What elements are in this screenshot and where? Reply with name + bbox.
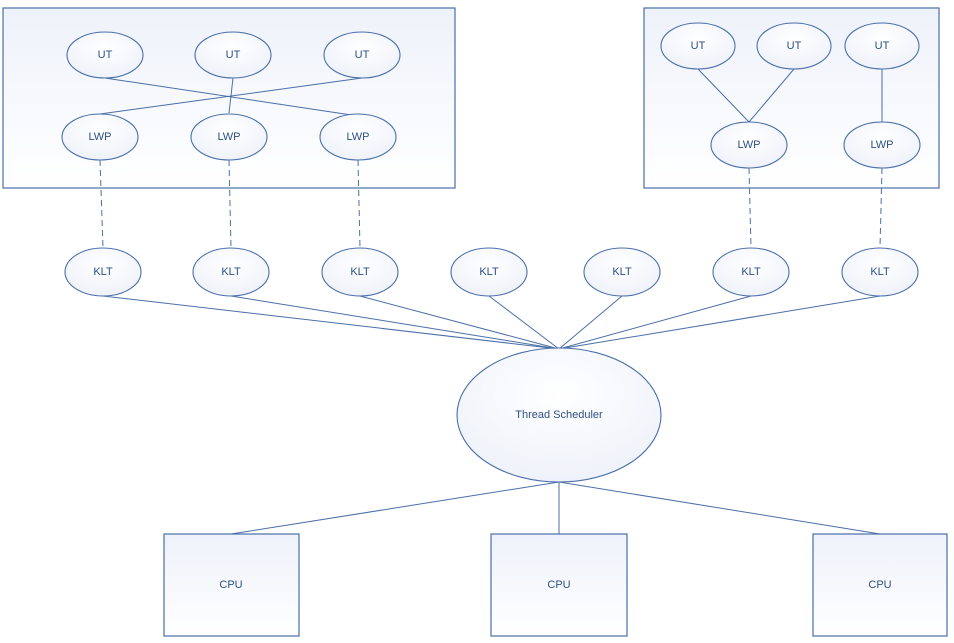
edge-lwp2-klt2 bbox=[228, 159, 232, 249]
klt-label: KLT bbox=[612, 266, 632, 278]
ut-label: UT bbox=[98, 49, 113, 61]
lwp-node-1: LWP bbox=[61, 113, 139, 161]
cpu-box-3: CPU bbox=[812, 533, 948, 637]
edges-left-ut-lwp bbox=[99, 77, 363, 117]
edge-klt1-scheduler bbox=[102, 295, 560, 350]
edge-lwp3-klt3 bbox=[357, 159, 361, 249]
edge-klt2-scheduler bbox=[230, 295, 560, 350]
ut-node-1: UT bbox=[66, 31, 144, 79]
klt-node-5: KLT bbox=[583, 247, 661, 297]
klt-node-4: KLT bbox=[450, 247, 528, 297]
edge-lwp4-klt6 bbox=[748, 167, 752, 249]
klt-label: KLT bbox=[93, 266, 113, 278]
klt-label: KLT bbox=[350, 266, 370, 278]
edge-ut5-lwp4 bbox=[748, 68, 795, 123]
klt-label: KLT bbox=[479, 266, 499, 278]
edge-scheduler-cpu1 bbox=[230, 481, 560, 535]
klt-node-2: KLT bbox=[192, 247, 270, 297]
edge-lwp1-klt1 bbox=[99, 159, 104, 249]
ut-label: UT bbox=[691, 40, 706, 52]
edge-ut1-lwp3 bbox=[104, 77, 359, 117]
lwp-label: LWP bbox=[346, 131, 369, 143]
lwp-label: LWP bbox=[88, 131, 111, 143]
cpu-label: CPU bbox=[219, 579, 242, 591]
edge-ut3-lwp1 bbox=[99, 77, 363, 115]
lwp-label: LWP bbox=[870, 139, 893, 151]
cpu-label: CPU bbox=[547, 579, 570, 591]
cpu-box-1: CPU bbox=[163, 533, 300, 637]
cpu-box-2: CPU bbox=[490, 533, 628, 637]
ut-node-3: UT bbox=[323, 31, 401, 79]
lwp-node-2: LWP bbox=[190, 113, 268, 161]
edges-lwp-klt bbox=[99, 159, 883, 249]
ut-label: UT bbox=[875, 40, 890, 52]
edge-klt3-scheduler bbox=[359, 295, 560, 350]
edges-right-ut-lwp bbox=[697, 68, 883, 123]
ut-label: UT bbox=[226, 49, 241, 61]
ut-node-6: UT bbox=[844, 22, 920, 70]
klt-node-1: KLT bbox=[64, 247, 142, 297]
ut-label: UT bbox=[787, 40, 802, 52]
edges-klt-scheduler bbox=[102, 295, 881, 350]
edge-klt4-scheduler bbox=[488, 295, 560, 350]
edge-lwp5-klt7 bbox=[879, 167, 883, 249]
klt-label: KLT bbox=[221, 266, 241, 278]
cpu-label: CPU bbox=[868, 579, 891, 591]
edge-klt5-scheduler bbox=[558, 295, 623, 350]
lwp-label: LWP bbox=[737, 139, 760, 151]
edge-scheduler-cpu3 bbox=[558, 481, 881, 535]
thread-scheduler-node: Thread Scheduler bbox=[456, 347, 662, 483]
thread-scheduler-label: Thread Scheduler bbox=[515, 409, 603, 421]
edge-klt7-scheduler bbox=[558, 295, 881, 350]
klt-node-7: KLT bbox=[841, 247, 919, 297]
ut-node-5: UT bbox=[756, 22, 832, 70]
lwp-node-3: LWP bbox=[319, 113, 397, 161]
klt-label: KLT bbox=[741, 266, 761, 278]
klt-label: KLT bbox=[870, 266, 890, 278]
ut-label: UT bbox=[355, 49, 370, 61]
edge-ut4-lwp4 bbox=[697, 68, 750, 123]
edge-klt6-scheduler bbox=[558, 295, 752, 350]
lwp-label: LWP bbox=[217, 131, 240, 143]
klt-node-3: KLT bbox=[321, 247, 399, 297]
edges-scheduler-cpu bbox=[230, 481, 881, 535]
klt-node-6: KLT bbox=[712, 247, 790, 297]
ut-node-4: UT bbox=[660, 22, 736, 70]
lwp-node-4: LWP bbox=[710, 121, 788, 169]
ut-node-2: UT bbox=[194, 31, 272, 79]
lwp-node-5: LWP bbox=[843, 121, 921, 169]
